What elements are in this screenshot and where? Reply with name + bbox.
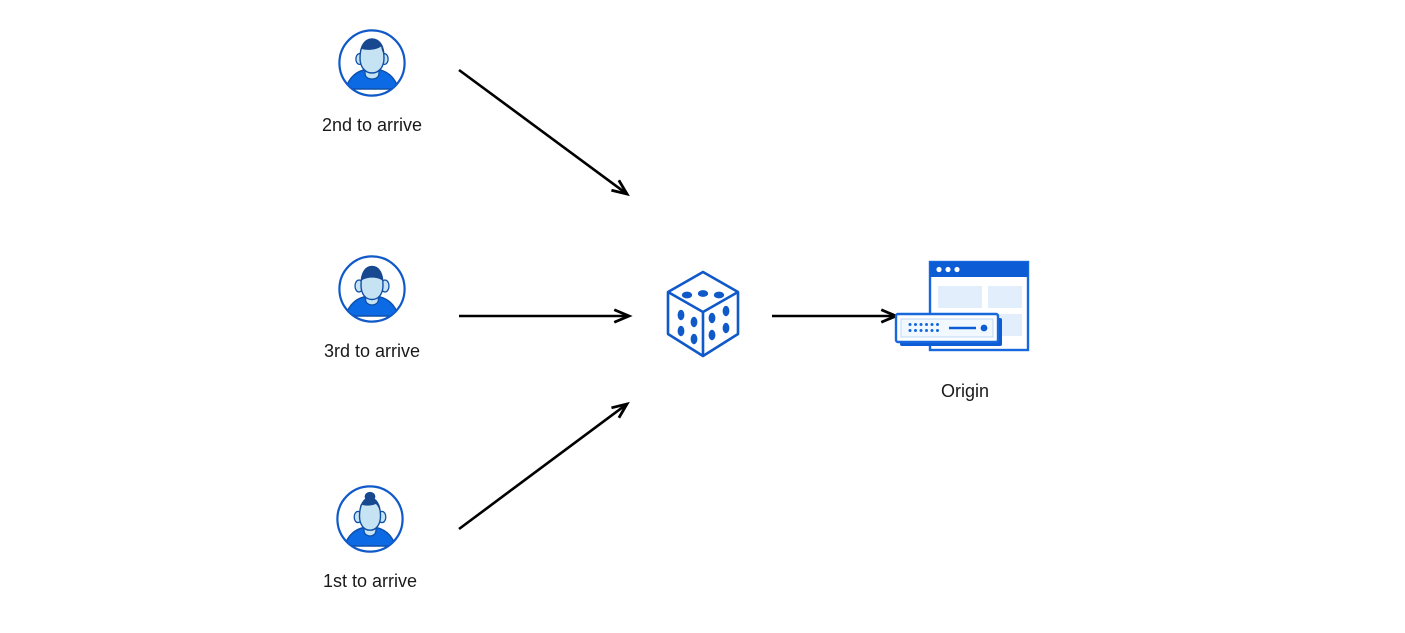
- dice-node: [658, 266, 748, 367]
- origin-label: Origin: [940, 381, 989, 401]
- client-label-3rd: 3rd to arrive: [323, 341, 421, 361]
- person-avatar-icon: [337, 28, 407, 98]
- person-avatar-icon: [337, 254, 407, 324]
- client-node-3rd: 3rd to arrive: [312, 254, 432, 362]
- client-node-2nd: 2nd to arrive: [312, 28, 432, 136]
- arrow-2nd-to-dice: [458, 68, 627, 194]
- arrow-1st-to-dice: [458, 404, 627, 531]
- person-avatar-icon: [335, 484, 405, 554]
- client-label-1st: 1st to arrive: [322, 571, 418, 591]
- client-node-1st: 1st to arrive: [310, 484, 430, 592]
- server-appliance-icon: [894, 312, 1002, 346]
- arrow-1st-to-dice-head: [611, 401, 630, 419]
- origin-server-icon: [890, 260, 1040, 367]
- arrow-3rd-to-dice-head: [613, 308, 633, 324]
- arrow-2nd-to-dice-head: [611, 179, 630, 197]
- client-label-2nd: 2nd to arrive: [321, 115, 423, 135]
- dice-cube-icon: [658, 270, 748, 366]
- origin-node: Origin: [890, 258, 1040, 402]
